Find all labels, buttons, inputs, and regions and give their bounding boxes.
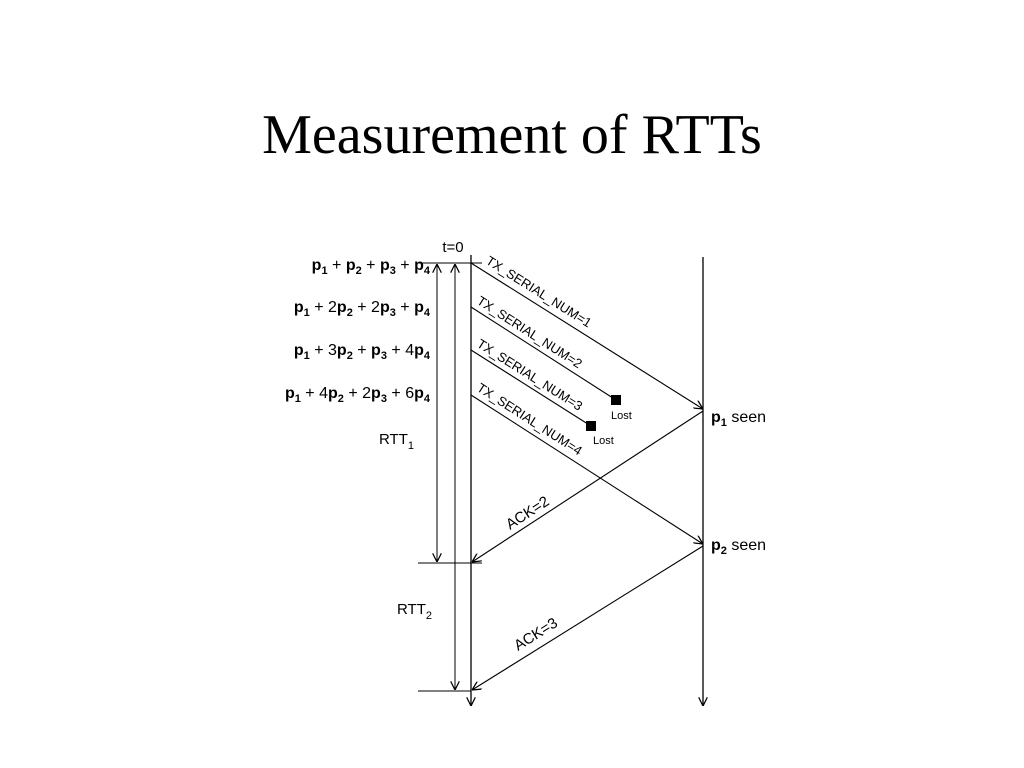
equation-row-2: p1​ + 2p2​ + 2p3​ + p4​ [294,299,431,319]
subscript: 1 [304,350,310,362]
subscript: 1 [721,417,727,429]
subscript: 2 [338,393,344,405]
plus-sign: + [353,299,371,316]
variable: p [312,257,322,274]
subscript: 1 [295,393,301,405]
message-arrow-3 [470,349,592,427]
subscript: 4 [424,307,431,319]
equation-row-4: p1​ + 4p2​ + 2p3​ + 6p4​ [285,385,431,405]
rtt-label-1: RTT1 [379,431,414,452]
seen-text: seen [727,409,766,426]
seen-text: seen [727,537,766,554]
ack-arrow-2 [472,545,704,690]
plus-sign: + [310,299,328,316]
lost-label-3: Lost [593,435,614,447]
variable: p [285,385,295,402]
rtt-label-2: RTT2 [397,601,432,622]
coefficient: 4 [319,385,328,402]
plus-sign: + [387,385,405,402]
variable: p [328,385,338,402]
lost-marker-3 [586,421,596,431]
variable: p [414,299,424,316]
seen-label-2: p2 seen [711,537,766,557]
slide-title: Measurement of RTTs [262,104,762,166]
lost-label-2: Lost [611,410,632,422]
plus-sign: + [344,385,362,402]
ack-arrow-1 [472,410,704,562]
seen-label-1: p1 seen [711,409,766,429]
subscript: 4 [424,265,431,277]
variable: p [380,299,390,316]
subscript: 1 [408,440,414,452]
variable: p [414,385,424,402]
subscript: 1 [304,307,310,319]
variable: p [346,257,356,274]
variable: p [294,299,304,316]
subscript: 2 [356,265,362,277]
coefficient: 6 [405,385,414,402]
variable: p [337,299,347,316]
coefficient: 2 [371,299,380,316]
variable: p [711,537,721,554]
plus-sign: + [310,342,328,359]
variable: p [371,385,381,402]
variable: p [711,409,721,426]
subscript: 4 [424,350,431,362]
variable: p [380,257,390,274]
variable: p [371,342,381,359]
ack-label-2: ACK=3 [511,615,561,655]
subscript: 1 [321,265,327,277]
rtt-base: RTT [397,601,426,618]
message-arrow-2 [470,306,617,401]
variable: p [337,342,347,359]
coefficient: 3 [328,342,337,359]
plus-sign: + [362,257,380,274]
subscript: 2 [426,610,432,622]
variable: p [414,257,424,274]
subscript: 3 [390,307,396,319]
coefficient: 2 [328,299,337,316]
variable: p [414,342,424,359]
time-origin-label: t=0 [442,239,463,256]
subscript: 2 [347,350,353,362]
plus-sign: + [353,342,371,359]
subscript: 3 [381,350,387,362]
coefficient: 2 [362,385,371,402]
subscript: 3 [381,393,387,405]
message-arrow-1 [470,262,703,409]
ack-label-1: ACK=2 [503,493,552,533]
plus-sign: + [328,257,346,274]
subscript: 2 [721,545,727,557]
subscript: 3 [390,265,396,277]
coefficient: 4 [405,342,414,359]
subscript: 4 [424,393,431,405]
equation-list: p1​ + p2​ + p3​ + p4​ p1​ + 2p2​ + 2p3​ … [285,257,431,405]
plus-sign: + [387,342,405,359]
plus-sign: + [396,299,414,316]
lost-marker-2 [611,395,621,405]
subscript: 2 [347,307,353,319]
equation-row-3: p1​ + 3p2​ + p3​ + 4p4​ [294,342,431,362]
equation-row-1: p1​ + p2​ + p3​ + p4​ [312,257,431,277]
plus-sign: + [396,257,414,274]
variable: p [294,342,304,359]
rtt-base: RTT [379,431,408,448]
plus-sign: + [301,385,319,402]
message-arrow-4 [470,394,703,544]
